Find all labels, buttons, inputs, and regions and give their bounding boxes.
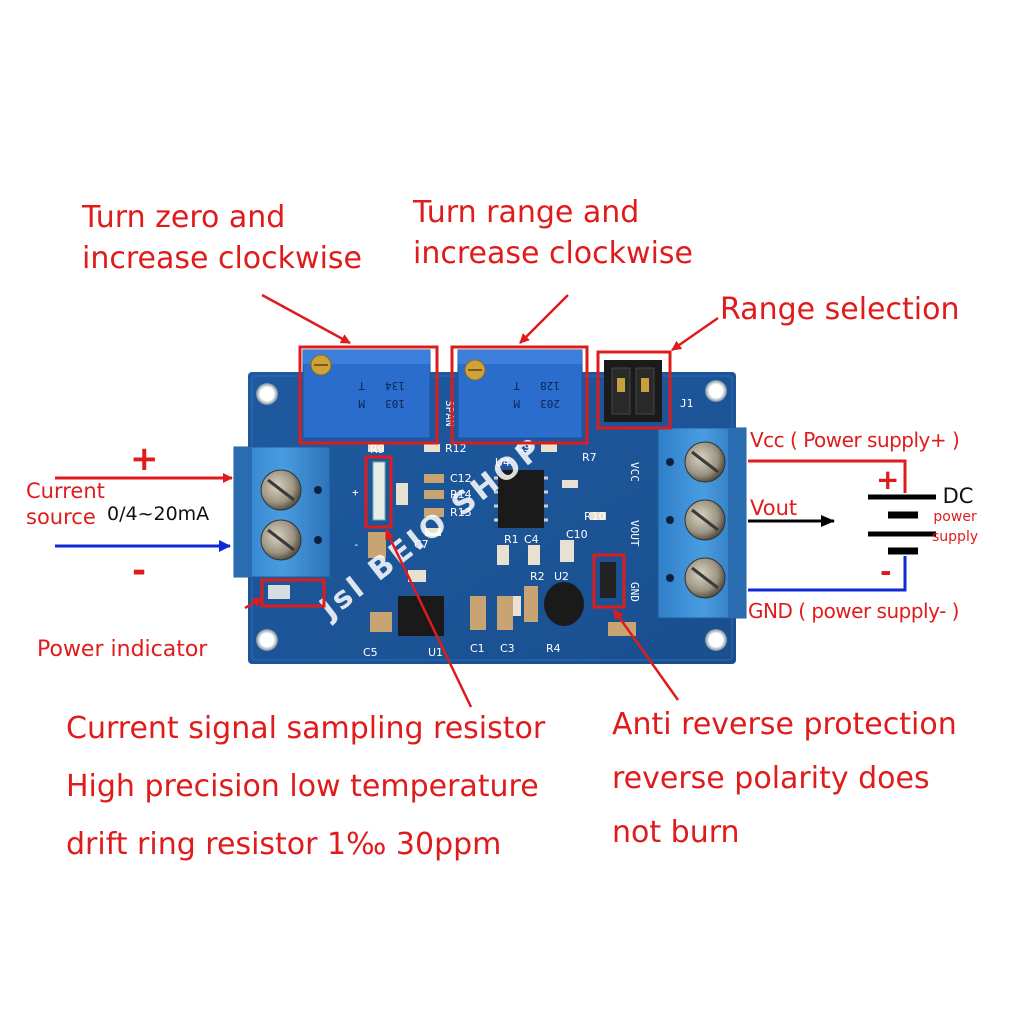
- gnd-label: GND ( power supply- ): [748, 599, 959, 623]
- anti-reverse-line3: not burn: [612, 815, 740, 850]
- current-range-label: 0/4~20mA: [107, 503, 210, 525]
- svg-text:R9: R9: [370, 443, 385, 456]
- range-jumper[interactable]: J1: [604, 360, 693, 422]
- svg-text:134: 134: [385, 379, 405, 392]
- svg-text:C4: C4: [524, 533, 539, 546]
- svg-text:+: +: [352, 486, 359, 499]
- svg-text:C1: C1: [470, 642, 485, 655]
- mounting-hole: [256, 629, 278, 651]
- sampling-resistor-line3: drift ring resistor 1‰ 30ppm: [66, 827, 502, 862]
- resistor-highlight: [364, 455, 393, 529]
- svg-text:R10: R10: [584, 510, 606, 523]
- zero-pot-annotation-line1: Turn zero and: [82, 200, 286, 235]
- range-selection-annotation: Range selection: [720, 292, 960, 327]
- supply-label: supply: [932, 529, 979, 545]
- span-pot-annotation: Turn range and increase clockwise: [413, 193, 693, 274]
- jumper-highlight: [596, 350, 672, 430]
- power-led: [268, 585, 290, 599]
- led-highlight: [260, 578, 326, 608]
- ic-u4: [498, 470, 544, 528]
- vcc-wire: [748, 459, 907, 493]
- svg-text:M: M: [513, 397, 520, 410]
- svg-text:C12: C12: [450, 472, 472, 485]
- protection-diode: [600, 562, 616, 598]
- mounting-hole: [705, 380, 727, 402]
- svg-text:R13: R13: [450, 506, 472, 519]
- svg-text:128: 128: [540, 379, 560, 392]
- sampling-resistor: [372, 461, 386, 521]
- svg-text:C3: C3: [500, 642, 515, 655]
- svg-text:R7: R7: [582, 451, 597, 464]
- span-pot-annotation-line1: Turn range and: [413, 195, 640, 230]
- anti-reverse-line1: Anti reverse protection: [612, 707, 957, 742]
- svg-text:C5: C5: [363, 646, 378, 659]
- svg-text:R12: R12: [445, 442, 467, 455]
- svg-text:U2: U2: [554, 570, 569, 583]
- svg-text:C10: C10: [566, 528, 588, 541]
- svg-text:GND: GND: [628, 582, 641, 602]
- current-source-line1: Current: [26, 479, 105, 503]
- svg-text:M: M: [358, 397, 365, 410]
- svg-text:-: -: [353, 538, 360, 551]
- svg-text:VOUT: VOUT: [628, 520, 641, 547]
- sampling-resistor-annotation: Current signal sampling resistor High pr…: [66, 700, 545, 874]
- mounting-hole: [705, 629, 727, 651]
- svg-text:R14: R14: [450, 488, 472, 501]
- vcc-label: Vcc ( Power supply+ ): [750, 428, 960, 452]
- mounting-hole: [256, 383, 278, 405]
- svg-text:SPAN: SPAN: [443, 400, 456, 427]
- svg-text:R2: R2: [530, 570, 545, 583]
- zero-pot-annotation-line2: increase clockwise: [82, 240, 362, 276]
- input-terminal-block: + -: [233, 446, 360, 578]
- svg-text:T: T: [513, 379, 520, 392]
- svg-text:R1: R1: [504, 533, 519, 546]
- svg-text:103: 103: [385, 397, 405, 410]
- svg-text:U4: U4: [495, 456, 510, 469]
- sampling-resistor-line2: High precision low temperature: [66, 769, 539, 804]
- svg-text:VCC: VCC: [628, 462, 641, 482]
- span-potentiometer: 203 128 M T SPAN: [443, 349, 583, 439]
- current-plus-sign: +: [130, 439, 159, 479]
- power-label: power: [933, 509, 977, 525]
- current-source-line2: source: [26, 505, 96, 530]
- gnd-wire: [748, 556, 907, 592]
- dc-supply-label: DC power supply: [932, 484, 978, 545]
- power-indicator-annotation: Power indicator: [37, 637, 208, 662]
- current-minus-sign: -: [132, 551, 147, 591]
- output-terminal-block: VCC VOUT GND: [628, 427, 747, 619]
- transistor-u2: [544, 582, 584, 626]
- vout-label: Vout: [750, 496, 798, 520]
- svg-text:U1: U1: [428, 646, 443, 659]
- svg-text:J1: J1: [680, 397, 693, 410]
- dc-supply-symbol: [868, 494, 936, 555]
- zero-pot-annotation: Turn zero and increase clockwise: [82, 198, 362, 279]
- svg-text:C7: C7: [414, 538, 429, 551]
- zero-potentiometer: 103 134 M T: [302, 349, 431, 439]
- current-source-label: Current source: [26, 478, 105, 531]
- span-pot-annotation-line2: increase clockwise: [413, 235, 693, 271]
- diode-highlight: [592, 553, 626, 609]
- span-pot-highlight: [450, 345, 589, 445]
- sampling-resistor-line1: Current signal sampling resistor: [66, 711, 546, 746]
- svg-text:T: T: [358, 379, 365, 392]
- dc-label: DC: [942, 484, 974, 508]
- zero-pot-highlight: [298, 345, 439, 445]
- anti-reverse-annotation: Anti reverse protection reverse polarity…: [612, 698, 957, 860]
- anti-reverse-line2: reverse polarity does: [612, 761, 930, 796]
- dc-plus-sign: +: [876, 463, 900, 496]
- svg-text:R4: R4: [546, 642, 561, 655]
- dc-minus-sign: -: [880, 555, 892, 588]
- svg-text:203: 203: [540, 397, 560, 410]
